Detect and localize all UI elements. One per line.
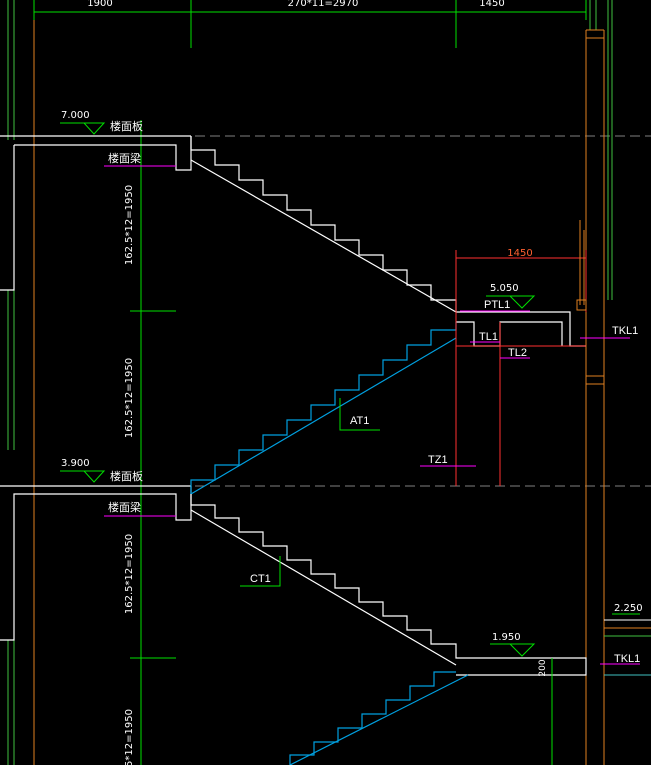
label-tl2: TL2 [508,347,527,359]
stair-flight-bottom-soffit [289,674,469,765]
stair-flight-upper-soffit [190,159,457,313]
stair-flight-bottom-steps [289,671,456,765]
label-beam-lower: 楼面梁 [108,500,141,514]
stair-flight-ct1-soffit [190,509,457,666]
tz1-column [455,250,587,486]
stair-label-leaders [240,398,380,587]
right-wall [585,0,651,765]
lower-slab-outline [0,485,192,641]
label-tkl1-lower: TKL1 [614,653,640,665]
label-at1: AT1 [350,415,369,427]
middle-landing [456,311,586,347]
stair-flight-upper-steps [190,136,457,312]
level-7000: 7.000 [60,110,106,135]
label-ptl1: PTL1 [484,299,510,311]
label-beam-upper: 楼面梁 [108,151,141,165]
vdim-bottom: 5*12=1950 [124,709,135,765]
label-ct1: CT1 [250,573,271,585]
level-5050: 5.050 [486,283,536,309]
left-wall [7,0,35,765]
vertical-dimension-line [130,120,176,765]
dim-top-right: 1450 [479,0,504,9]
label-slab-lower: 楼面板 [110,469,143,483]
upper-slab-outline [0,135,192,291]
svg-text:7.000: 7.000 [61,110,90,121]
dim-red: 1450 [507,248,532,259]
pipe-marker [576,220,587,311]
vdim-middle: 162.5*12=1950 [124,358,135,438]
stair-flight-ct1-steps [190,494,587,676]
label-leaders [104,165,640,665]
floor-dashed-lines [0,135,651,487]
stair-flight-at1-soffit [190,337,457,495]
top-dimension [33,0,587,48]
label-tkl1-upper: TKL1 [612,325,638,337]
dim-200: 200 [538,659,548,676]
label-tl1: TL1 [479,331,498,343]
vdim-upper: 162.5*12=1950 [124,185,135,265]
svg-text:3.900: 3.900 [61,458,90,469]
level-1950: 1.950 [490,632,536,657]
stair-flight-at1-steps [190,322,457,494]
svg-text:1.950: 1.950 [492,632,521,643]
dim-top-left: 1900 [87,0,112,9]
level-3900: 3.900 [60,458,106,483]
dim-top-middle: 270*11=2970 [288,0,359,9]
vdim-lower: 162.5*12=1950 [124,534,135,614]
level-2250: 2.250 [612,603,643,615]
svg-text:2.250: 2.250 [614,603,643,614]
svg-text:5.050: 5.050 [490,283,519,294]
label-tz1: TZ1 [428,454,448,466]
label-slab-upper: 楼面板 [110,119,143,133]
